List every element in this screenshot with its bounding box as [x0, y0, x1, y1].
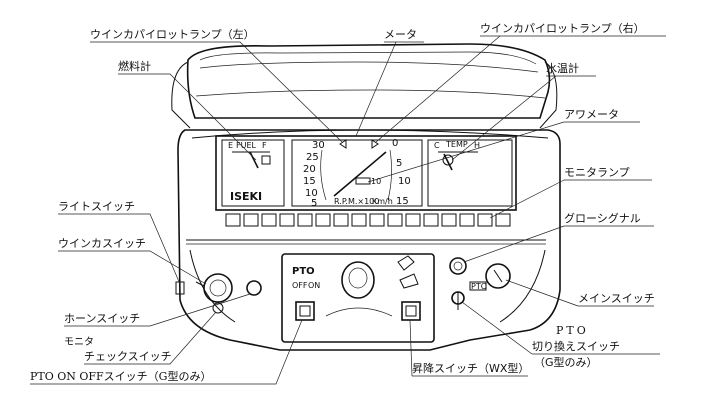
label-hour-meter: アワメータ: [564, 108, 619, 121]
tach-left-30: 30: [312, 140, 325, 151]
center-lever-knob[interactable]: [341, 261, 375, 299]
light-switch[interactable]: [175, 281, 185, 295]
tach-left-15: 15: [303, 176, 316, 187]
pto-on-off-switch[interactable]: [295, 301, 315, 321]
label-fuel-gauge: 燃料計: [118, 59, 151, 73]
main-switch-keyhole[interactable]: [485, 263, 511, 289]
hour-meter-display: [355, 177, 371, 185]
glow-signal-lamp: [449, 257, 467, 275]
fuel-e-label: E: [228, 141, 233, 150]
dashboard-housing: [171, 43, 561, 351]
label-light-switch: ライトスイッチ: [58, 200, 135, 213]
label-pto-change-3: （G型のみ）: [534, 355, 598, 369]
turn-right-arrow-icon: [371, 139, 379, 149]
horn-switch[interactable]: [246, 280, 262, 296]
pto-off-label: OFF: [292, 281, 308, 290]
temp-needle: [443, 153, 453, 171]
label-turn-pilot-left: ウインカパイロットランプ（左）: [90, 28, 255, 41]
label-meter: メータ: [384, 28, 417, 41]
fuel-word: FUEL: [236, 141, 257, 150]
water-temp-window: [427, 139, 513, 207]
monitor-check-switch[interactable]: [212, 302, 224, 314]
label-water-temp: 水温計: [546, 61, 579, 75]
label-monitor-lamp: モニタランプ: [564, 166, 630, 179]
tach-left-25: 25: [306, 152, 319, 163]
label-glow-signal: グローシグナル: [564, 211, 641, 225]
pto-small-badge: [469, 281, 487, 291]
fuel-needle: [249, 151, 259, 169]
label-turn-pilot-right: ウインカパイロットランプ（右）: [480, 21, 645, 35]
tach-mid-10: 10: [371, 177, 381, 186]
fuel-gauge: E FUEL F ISEKI: [228, 141, 271, 203]
water-temp-gauge: C TEMP H: [434, 140, 480, 171]
label-pto-change-2: 切り換えスイッチ: [532, 340, 620, 353]
label-horn-switch: ホーンスイッチ: [64, 312, 140, 325]
temp-c-label: C: [434, 141, 440, 150]
tachometer-window: [291, 139, 423, 207]
label-pto-change-1: PTO: [556, 324, 589, 337]
temp-h-label: H: [474, 141, 480, 150]
label-pto-on-off: PTO ON OFFスイッチ（G型のみ）: [30, 369, 211, 383]
tach-right-15: 15: [396, 196, 409, 207]
lower-console: PTO OFF ON PTO: [175, 253, 511, 343]
turn-signal-switch[interactable]: [203, 273, 233, 303]
temp-word: TEMP: [445, 140, 468, 149]
tachometer: 30 25 20 15 10 5 15 0 5 10 15 10 R.P.M.×…: [303, 138, 411, 209]
monitor-lamp-row: [225, 213, 511, 227]
tach-left-10: 10: [305, 188, 318, 199]
speed-label: Km/h: [372, 197, 393, 206]
lift-down-icon: [399, 273, 419, 289]
label-monitor-check-1: モニタ: [64, 336, 94, 348]
lift-up-icon: [397, 255, 415, 271]
pto-on-label: ON: [308, 281, 320, 290]
lift-switch[interactable]: [401, 301, 421, 321]
callout-labels: ウインカパイロットランプ（左） メータ ウインカパイロットランプ（右） 燃料計 …: [30, 21, 655, 383]
fuel-pump-icon: [261, 155, 271, 165]
pto-panel-title: PTO: [292, 266, 315, 277]
fuel-gauge-window: [221, 139, 285, 207]
leader-lines: [30, 35, 666, 385]
label-lift-switch: 昇降スイッチ（WX型）: [412, 361, 529, 375]
brand-logo: ISEKI: [230, 190, 262, 203]
tach-right-10: 10: [398, 176, 411, 187]
tach-left-20: 20: [303, 164, 316, 175]
tach-left-5: 5: [311, 198, 317, 209]
thermometer-icon: [442, 154, 454, 166]
pto-small-label: PTO: [471, 282, 487, 291]
tach-right-5: 5: [396, 158, 402, 169]
rpm-label: R.P.M.×100: [334, 197, 379, 206]
tach-needle: [333, 151, 387, 197]
turn-left-arrow-icon: [339, 139, 347, 149]
label-monitor-check-2: チェックスイッチ: [84, 350, 172, 363]
label-main-switch: メインスイッチ: [578, 292, 655, 305]
meter-cluster: [215, 135, 517, 211]
fuel-f-label: F: [262, 141, 267, 150]
label-turn-switch: ウインカスイッチ: [58, 237, 146, 250]
tach-right-0: 0: [392, 138, 398, 149]
